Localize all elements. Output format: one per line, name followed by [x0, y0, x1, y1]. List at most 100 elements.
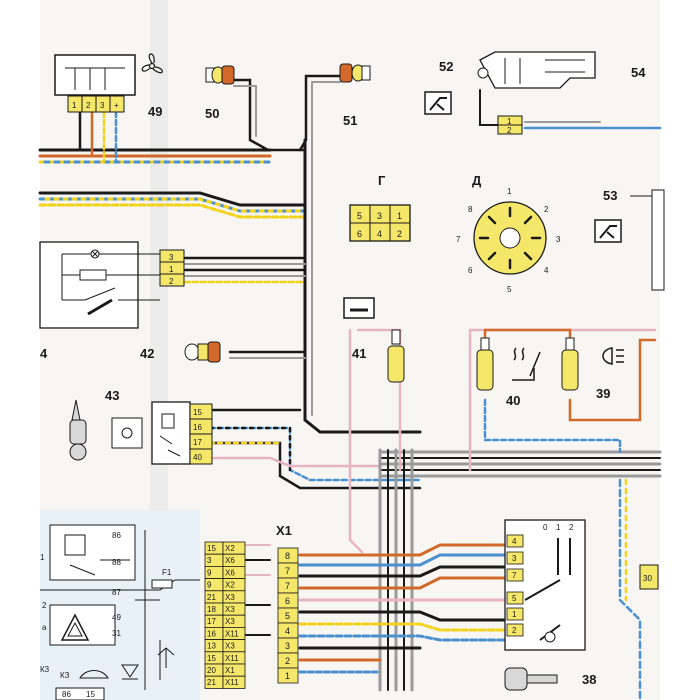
right-edge-connector: [639, 564, 659, 590]
ignition-key-icon: [69, 399, 87, 461]
seat-heater-icon: [512, 347, 541, 381]
trunk-icon: [343, 297, 375, 319]
relay-fragment-k3: К3: [40, 665, 50, 674]
c49-pin-plus: +: [114, 101, 119, 110]
xrow-left-pin: 15: [207, 654, 216, 663]
relay-bottom-86: 86: [62, 690, 71, 699]
label-50: 50: [205, 106, 219, 121]
d-pin-6: 6: [468, 266, 473, 275]
d-pin-1: 1: [507, 187, 512, 196]
c43-pin-15: 15: [193, 408, 202, 417]
c38-pin-cell: [506, 568, 524, 582]
c43-pin-17: 17: [193, 438, 202, 447]
xrow-left-pin: 3: [207, 556, 212, 565]
window-lift-icon: [594, 219, 622, 243]
relay-bottom-15: 15: [86, 690, 95, 699]
g-pin-2: 2: [397, 229, 402, 239]
xrow-right-pin: X3: [225, 617, 235, 626]
component-43-relay: 15 16 17 40 43: [105, 388, 213, 465]
label-52: 52: [439, 59, 453, 74]
label-39: 39: [596, 386, 610, 401]
c4-pin-1: 1: [169, 265, 174, 274]
xrow-right-pin: X6: [225, 556, 235, 565]
hazard-warning-icon: [60, 613, 90, 641]
c49-pin-2: 2: [86, 101, 91, 110]
c4-pin-2: 2: [169, 277, 174, 286]
c38-pin-cell: [506, 551, 524, 565]
component-41-sensor: 41: [343, 297, 405, 383]
c43-pin-16: 16: [193, 423, 202, 432]
switch-lamp-icon: [544, 631, 556, 643]
label-54: 54: [631, 65, 646, 80]
x1-pin: 5: [285, 611, 290, 621]
g-pin-3: 3: [377, 211, 382, 221]
component-40-seat-heater-switch: 40: [476, 337, 541, 408]
c38-pin-cell: [506, 591, 524, 605]
xrow-right-pin: X6: [225, 568, 235, 577]
component-53: 53: [594, 188, 665, 291]
c52-pin-1: 1: [507, 117, 512, 126]
x1-cell: [277, 667, 299, 684]
door-lock-icon: [424, 91, 452, 115]
wiring-harness: [38, 74, 662, 700]
x1-pin: 7: [285, 566, 290, 576]
component-42-lamp: 42: [140, 341, 221, 363]
c38-pin-cell: [506, 623, 524, 637]
xrow-right-pin: X11: [225, 629, 239, 638]
x1-pin: 6: [285, 596, 290, 606]
connector-d: Д 1 2 3 4 5 6 7 8: [456, 173, 561, 294]
key-icon: [504, 667, 558, 691]
xrow-right-pin: X1: [225, 666, 235, 675]
g-pin-6: 6: [357, 229, 362, 239]
label-51: 51: [343, 113, 357, 128]
fuse-icon: [151, 579, 173, 589]
xrow-left-pin: 9: [207, 581, 212, 590]
c38-pin: 5: [512, 594, 517, 603]
xrow-left-pin: 15: [207, 544, 216, 553]
xrow-right-pin: X3: [225, 605, 235, 614]
component-51-lamp: 51: [339, 63, 371, 128]
x1-pin: 1: [285, 671, 290, 681]
xrow-left-pin: 9: [207, 568, 212, 577]
fan-icon: [141, 53, 163, 74]
c38-pin: 1: [512, 610, 517, 619]
d-pin-2: 2: [544, 205, 549, 214]
xrow-right-cell: [222, 675, 246, 689]
c38-pin: 7: [512, 571, 517, 580]
label-42: 42: [140, 346, 154, 361]
c38-hdr-1: 1: [556, 523, 561, 532]
relay-pin-49: 49: [112, 613, 121, 622]
c38-hdr-0: 0: [543, 523, 548, 532]
c38-pin-cell: [506, 607, 524, 621]
component-50-lamp: 50: [205, 65, 235, 121]
xrow-left-pin: 20: [207, 666, 216, 675]
c38-pin: 3: [512, 554, 517, 563]
d-pin-7: 7: [456, 235, 461, 244]
xrow-right-pin: X2: [225, 581, 235, 590]
connector-g-label: Г: [378, 173, 386, 188]
xrow-right-pin: X11: [225, 678, 239, 687]
relay-pin-86: 86: [112, 531, 121, 540]
d-pin-3: 3: [556, 235, 561, 244]
xrow-left-pin: 13: [207, 642, 216, 651]
g-pin-1: 1: [397, 211, 402, 221]
xrow-left-pin: 17: [207, 617, 216, 626]
d-pin-5: 5: [507, 285, 512, 294]
connector-g: Г 5 3 1 6 4 2: [349, 173, 411, 242]
g-pin-5: 5: [357, 211, 362, 221]
relay-fragment-2: 2: [42, 601, 47, 610]
component-4-switch-unit: 3 1 2 4: [39, 241, 185, 361]
page-edge: [660, 0, 700, 700]
xrow-left-pin: 21: [207, 593, 216, 602]
x1-label: X1: [276, 523, 292, 538]
label-40: 40: [506, 393, 520, 408]
component-39-rear-heater-switch: 39: [561, 337, 624, 401]
fuse-f1: F1: [162, 568, 172, 577]
relay-ks-label: КЗ: [60, 671, 70, 680]
c4-pin-3: 3: [169, 253, 174, 262]
relay-fragment-a: а: [42, 623, 47, 632]
component-52-door-actuator: 1 2 52: [439, 51, 596, 135]
